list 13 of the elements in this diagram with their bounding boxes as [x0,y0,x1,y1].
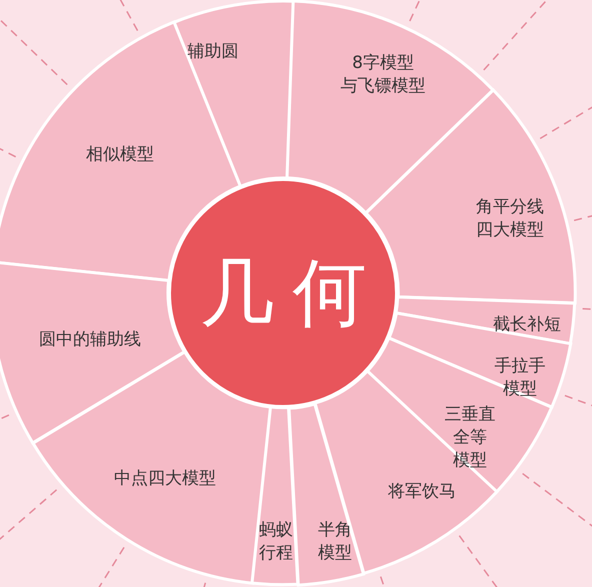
segment-label: 截长补短 [492,314,561,336]
segment-label: 半角模型 [318,519,352,565]
segment-label: 8字模型与飞镖模型 [340,52,426,98]
segment-label: 角平分线四大模型 [476,196,544,242]
segment-label: 辅助圆 [187,40,238,64]
segment-label: 手拉手模型 [494,355,546,401]
segment-label: 将军饮马 [388,480,456,504]
segment-label: 相似模型 [86,144,154,166]
segment-label: 圆中的辅助线 [39,328,141,352]
center-title: 几何 [198,256,385,330]
segment-label: 三垂直全等模型 [444,404,496,472]
segment-label: 蚂蚁行程 [258,519,293,565]
segment-label: 中点四大模型 [114,468,216,490]
